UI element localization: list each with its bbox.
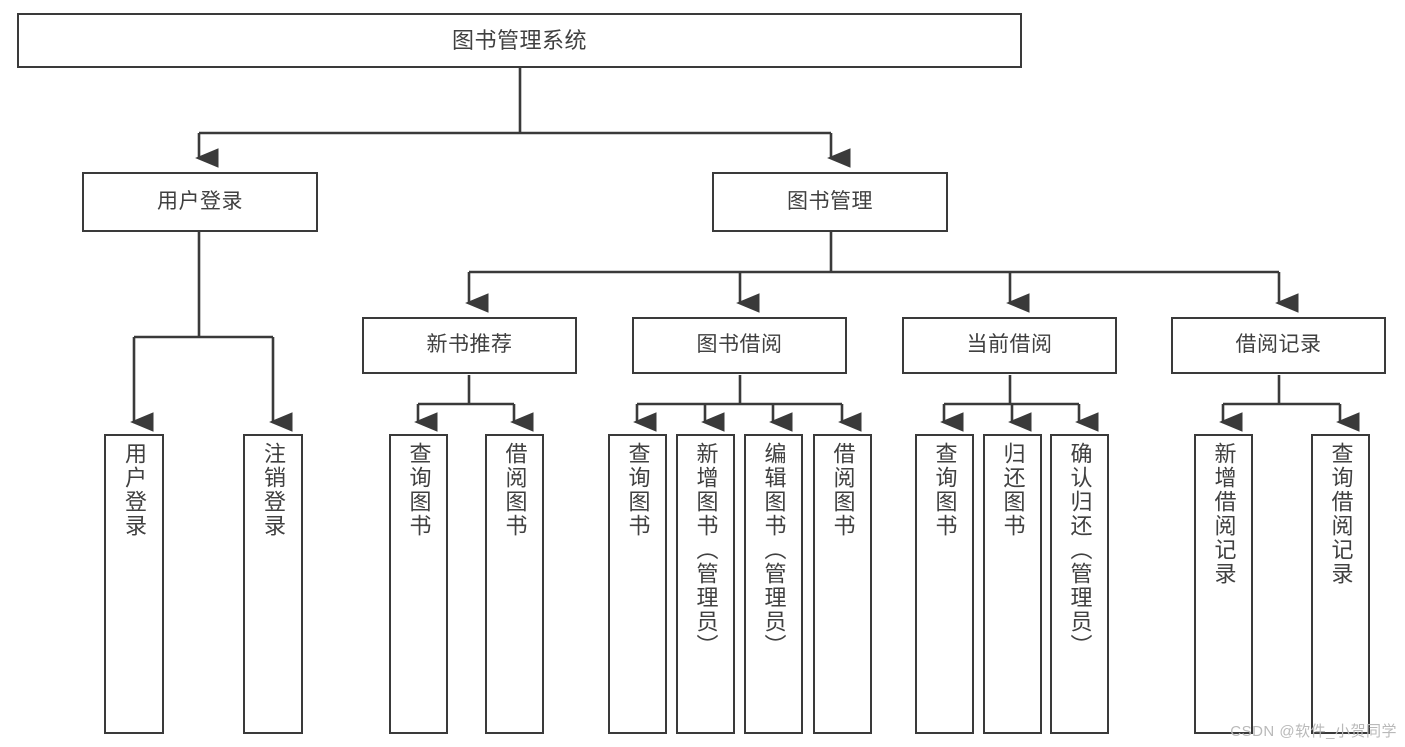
node-label: 归还图书: [1000, 442, 1026, 538]
node-leaf-return-book[interactable]: 归还图书: [983, 434, 1042, 734]
node-leaf-logout[interactable]: 注销登录: [243, 434, 303, 734]
node-label: 确认归还（管理员）: [1067, 442, 1093, 658]
node-label: 查询图书: [406, 442, 432, 538]
node-label: 注销登录: [261, 442, 286, 538]
node-book-borrow[interactable]: 图书借阅: [632, 317, 847, 374]
node-book-manage[interactable]: 图书管理: [712, 172, 948, 232]
node-leaf-query-book-3[interactable]: 查询图书: [915, 434, 974, 734]
node-label: 图书借阅: [696, 333, 783, 357]
node-current-borrow[interactable]: 当前借阅: [902, 317, 1117, 374]
node-borrow-record[interactable]: 借阅记录: [1171, 317, 1386, 374]
node-label: 用户登录: [122, 442, 147, 538]
node-new-book-recommend[interactable]: 新书推荐: [362, 317, 577, 374]
node-leaf-user-login[interactable]: 用户登录: [104, 434, 164, 734]
node-label: 查询借阅记录: [1328, 442, 1354, 586]
node-user-login[interactable]: 用户登录: [82, 172, 318, 232]
node-label: 当前借阅: [966, 333, 1053, 357]
node-leaf-borrow-book-2[interactable]: 借阅图书: [813, 434, 872, 734]
node-label: 查询图书: [932, 442, 958, 538]
node-leaf-add-book[interactable]: 新增图书（管理员）: [676, 434, 735, 734]
node-label: 新书推荐: [426, 333, 513, 357]
node-label: 借阅图书: [830, 442, 856, 538]
node-leaf-query-book-2[interactable]: 查询图书: [608, 434, 667, 734]
node-root-system[interactable]: 图书管理系统: [17, 13, 1022, 68]
node-label: 新增图书（管理员）: [693, 442, 719, 658]
node-leaf-query-record[interactable]: 查询借阅记录: [1311, 434, 1370, 734]
csdn-watermark: CSDN @软件_小贺同学: [1230, 723, 1397, 740]
node-label: 查询图书: [625, 442, 651, 538]
node-leaf-query-book-1[interactable]: 查询图书: [389, 434, 448, 734]
node-label: 借阅图书: [502, 442, 528, 538]
node-label: 借阅记录: [1235, 333, 1322, 357]
node-leaf-confirm-return[interactable]: 确认归还（管理员）: [1050, 434, 1109, 734]
node-label: 图书管理系统: [451, 27, 587, 53]
node-leaf-edit-book[interactable]: 编辑图书（管理员）: [744, 434, 803, 734]
node-label: 图书管理: [787, 189, 873, 213]
node-label: 用户登录: [157, 189, 243, 213]
node-label: 编辑图书（管理员）: [761, 442, 787, 658]
node-leaf-borrow-book-1[interactable]: 借阅图书: [485, 434, 544, 734]
node-leaf-add-record[interactable]: 新增借阅记录: [1194, 434, 1253, 734]
node-label: 新增借阅记录: [1211, 442, 1237, 586]
